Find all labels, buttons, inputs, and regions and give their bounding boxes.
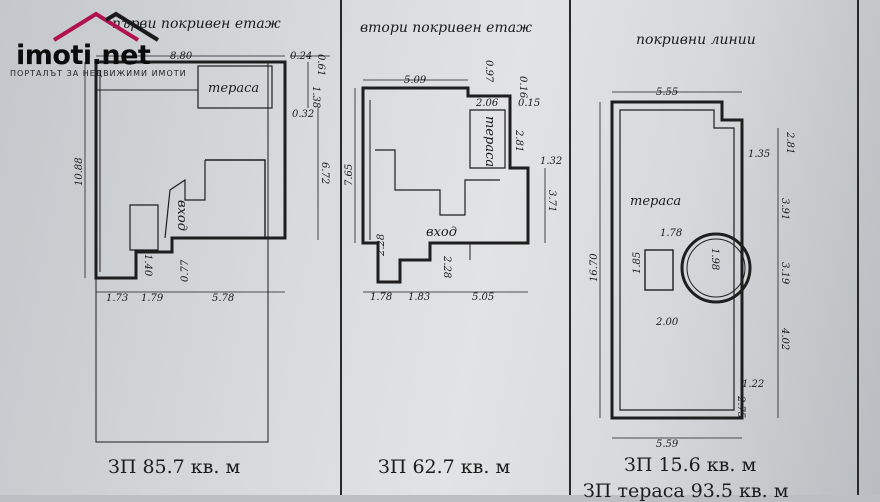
dimension-label: 0.97 [483, 60, 494, 83]
logo-brand: imoti.net [16, 40, 151, 71]
dimension-label: 1.35 [748, 149, 770, 160]
dimension-label: 2.28 [441, 255, 452, 278]
dimension-label: 3.91 [779, 198, 790, 220]
dimension-label: 0.61 [315, 54, 326, 76]
dimension-label: 16.70 [589, 253, 600, 282]
panel-divider [569, 0, 571, 495]
dimension-label: 2.06 [475, 98, 499, 109]
dimension-label: 6.72 [319, 162, 330, 184]
dimension-label: 1.98 [709, 248, 720, 270]
panel-title: покривни линии [636, 32, 756, 48]
dimension-label: 5.09 [404, 75, 427, 86]
room-label-terrace: тераса [208, 81, 259, 96]
dimension-label: 1.78 [660, 228, 682, 239]
dimension-label: 0.32 [292, 109, 314, 120]
dimension-label: 0.15 [518, 98, 540, 109]
dimension-label: 8.80 [170, 51, 193, 62]
dimension-label: 3.71 [546, 190, 557, 212]
dimension-labels-panel-3: 5.55 2.81 1.35 3.91 1.78 1.98 1.85 3.19 … [589, 87, 795, 450]
dimension-label: 3.19 [779, 262, 790, 285]
dimension-label: 1.73 [106, 293, 128, 304]
dimension-labels-panel-2: 5.09 0.97 0.16 2.06 0.15 2.81 1.32 3.71 … [344, 60, 562, 303]
dimension-label: 1.40 [142, 254, 153, 277]
dimension-label: 2.81 [784, 131, 795, 154]
room-label-terrace: тераса [630, 194, 681, 209]
dimension-label: 5.05 [472, 292, 494, 303]
built-area-caption: ЗП 85.7 кв. м [108, 456, 241, 478]
dimension-label: 2.00 [655, 317, 679, 328]
panel-divider [857, 0, 859, 495]
built-area-caption: ЗП 62.7 кв. м [378, 456, 511, 478]
imoti-logo: imoti.net [6, 6, 306, 84]
room-label-entrance: вход [426, 225, 457, 240]
dimension-label: 5.55 [656, 87, 678, 98]
dimension-label: 0.77 [180, 259, 191, 282]
dimension-label: 2.81 [513, 129, 524, 152]
dimension-label: 0.24 [290, 51, 312, 62]
dimension-label: 5.78 [212, 293, 234, 304]
panel-title: първи покривен етаж [112, 16, 281, 32]
dimension-label: 1.22 [742, 379, 764, 390]
plan-roof-lines [599, 91, 779, 439]
room-label-terrace: тераса [482, 116, 497, 167]
dimension-label: 1.79 [141, 293, 164, 304]
dimension-label: 1.78 [370, 292, 392, 303]
dimension-label: 4.02 [779, 327, 790, 350]
panel-title: втори покривен етаж [360, 20, 532, 36]
dimension-label: 2.75 [735, 395, 746, 418]
dimension-label: 1.85 [632, 252, 643, 274]
plan-second-attic [354, 79, 546, 293]
plan-first-attic [84, 55, 330, 443]
dimension-label: 1.38 [310, 86, 321, 108]
dimension-label: 2.28 [376, 234, 387, 257]
house-roof-icon [52, 11, 160, 42]
room-label-entrance: вход [174, 200, 189, 231]
dimension-label: 7.65 [344, 164, 355, 186]
built-area-caption: ЗП 15.6 кв. м [624, 454, 757, 476]
dimension-labels-panel-1: 8.80 0.24 0.61 1.38 0.32 6.72 10.88 1.40… [74, 51, 330, 304]
logo-tagline: ПОРТАЛЪТ ЗА НЕДВИЖИМИ ИМОТИ [10, 69, 187, 78]
dimension-label: 10.88 [74, 157, 85, 186]
dimension-label: 0.16 [517, 76, 528, 99]
dimension-label: 1.32 [540, 156, 562, 167]
dimension-label: 1.83 [408, 292, 430, 303]
dimension-label: 5.59 [656, 439, 679, 450]
terrace-area-caption: ЗП тераса 93.5 кв. м [583, 480, 789, 502]
panel-divider [340, 0, 342, 495]
